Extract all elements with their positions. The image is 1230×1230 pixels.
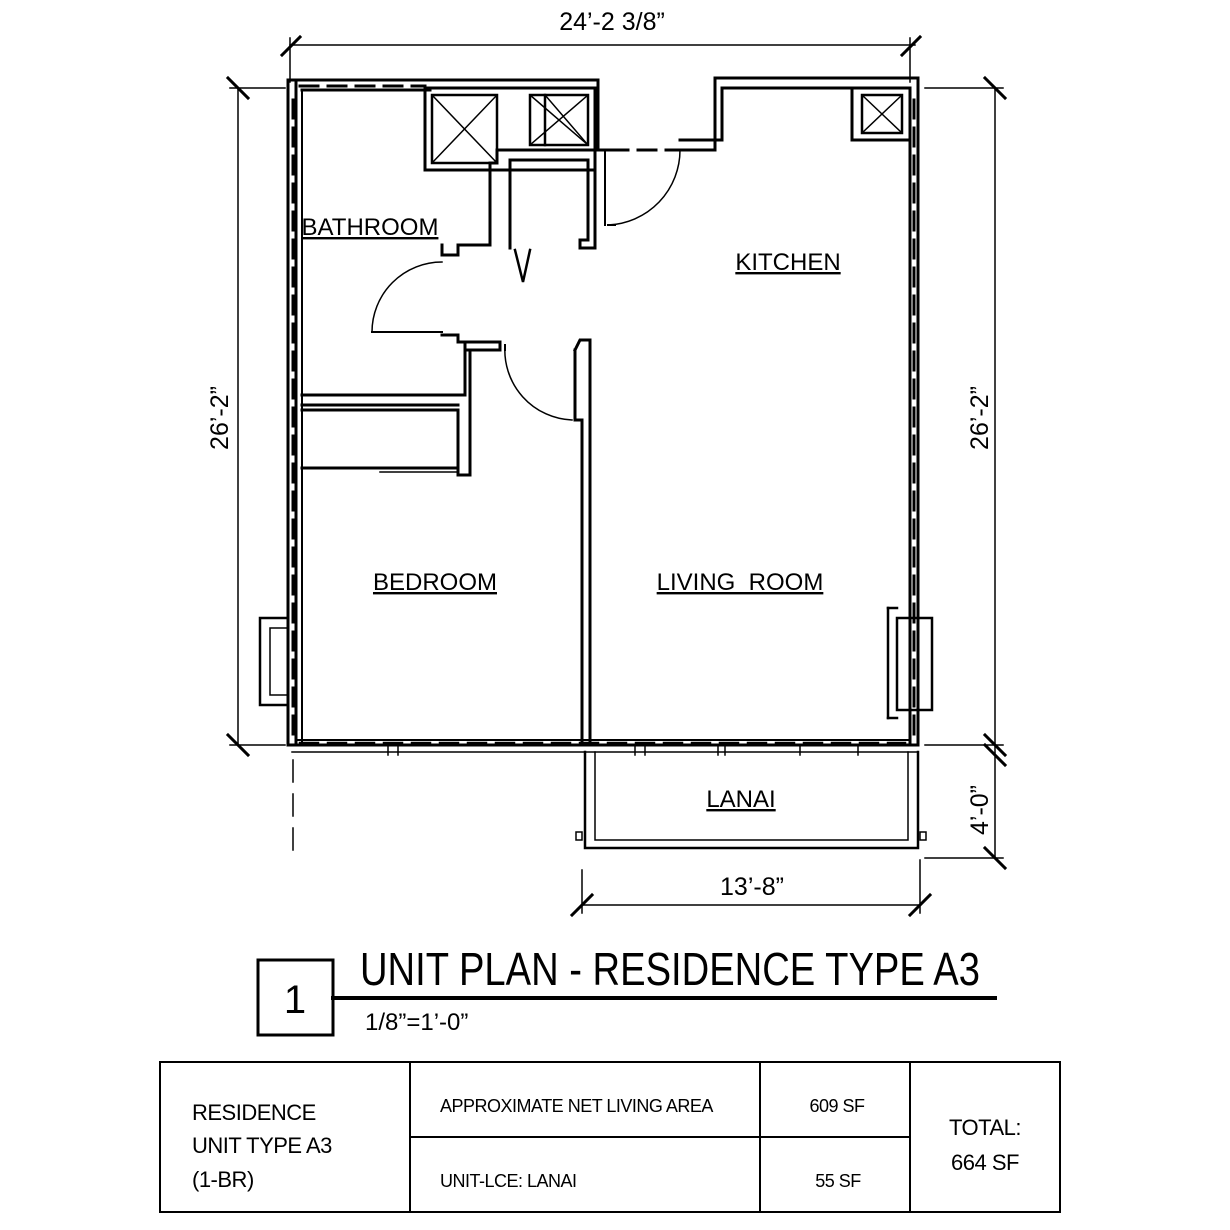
area-table	[159, 1061, 1061, 1213]
room-label-bedroom: BEDROOM	[373, 569, 497, 596]
dimension-top-label: 24’-2 3/8”	[559, 8, 665, 36]
right-column	[886, 606, 934, 720]
room-label-bathroom: BATHROOM	[302, 214, 439, 241]
dimension-lanai-depth-label: 4’-0”	[966, 785, 994, 835]
unit-name-line-3: (1-BR)	[192, 1167, 254, 1192]
dimension-left-label: 26’-2”	[206, 386, 234, 450]
plan-number: 1	[284, 978, 306, 1022]
plan-scale: 1/8”=1’-0”	[365, 1009, 468, 1036]
area-row-label-net-living: APPROXIMATE NET LIVING AREA	[440, 1096, 713, 1116]
unit-name-line-1: RESIDENCE	[192, 1100, 316, 1125]
dimension-lanai	[569, 859, 933, 918]
left-column	[258, 616, 290, 707]
exterior-walls	[286, 76, 920, 747]
lanai-outline	[291, 744, 927, 850]
area-row-value-net-living: 609 SF	[809, 1096, 865, 1116]
room-label-kitchen: KITCHEN	[735, 249, 840, 276]
dimension-right-label: 26’-2”	[966, 386, 994, 450]
dimension-left	[225, 75, 286, 758]
unit-name-line-2: UNIT TYPE A3	[192, 1133, 332, 1158]
room-label-lanai: LANAI	[706, 786, 775, 813]
window-lines	[291, 84, 916, 745]
dimension-top	[279, 34, 923, 83]
area-row-label-lanai: UNIT-LCE: LANAI	[440, 1171, 577, 1191]
total-value: 664 SF	[951, 1150, 1019, 1175]
plan-title: UNIT PLAN - RESIDENCE TYPE A3	[360, 943, 980, 995]
interior-walls	[300, 148, 606, 747]
dimension-lanai-width-label: 13’-8”	[720, 873, 784, 901]
doors	[371, 149, 681, 421]
dimension-right	[924, 75, 1008, 871]
total-label: TOTAL:	[949, 1115, 1021, 1140]
area-row-value-lanai: 55 SF	[815, 1171, 861, 1191]
room-label-living-room: LIVING ROOM	[657, 569, 824, 596]
